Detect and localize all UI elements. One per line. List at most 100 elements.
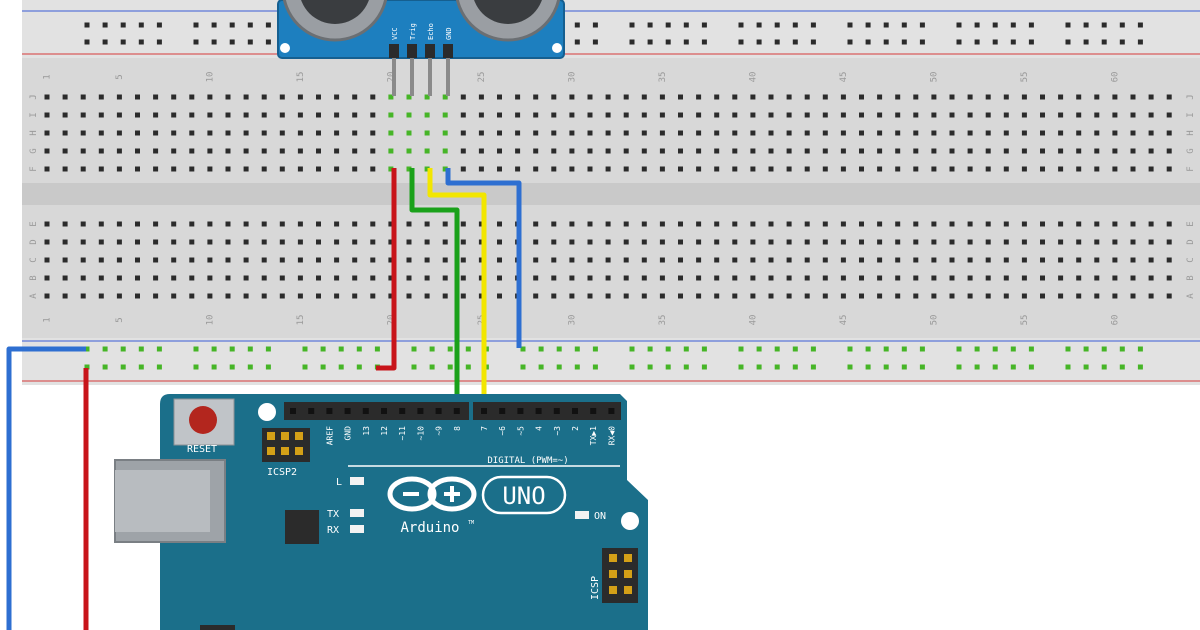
hole <box>153 166 159 172</box>
hole <box>225 293 231 299</box>
hole <box>569 148 575 154</box>
hole <box>587 112 593 118</box>
hole <box>1003 221 1009 227</box>
hole <box>62 257 68 263</box>
hole <box>659 130 665 136</box>
icsp-pin <box>624 570 632 578</box>
sensor-pin-label: VCC <box>391 27 399 40</box>
column-number: 60 <box>1110 72 1120 83</box>
hole <box>641 221 647 227</box>
hole <box>985 94 991 100</box>
rail-hole <box>120 22 126 28</box>
hole <box>533 275 539 281</box>
hole <box>1058 257 1064 263</box>
rail-hole <box>247 22 253 28</box>
hole <box>316 94 321 100</box>
hole <box>1094 112 1100 118</box>
hole <box>297 221 303 227</box>
hole <box>931 221 937 227</box>
rail-hole-active <box>992 364 998 370</box>
hole <box>243 148 249 154</box>
active-hole <box>406 94 412 100</box>
hole <box>696 257 702 263</box>
hole <box>641 257 647 263</box>
hole <box>659 112 665 118</box>
rail-hole <box>138 22 144 28</box>
hole <box>768 293 774 299</box>
hole <box>225 94 231 100</box>
reset-button[interactable] <box>189 406 217 434</box>
hole <box>1130 166 1136 172</box>
icsp-pin <box>609 570 617 578</box>
column-number: 50 <box>929 315 939 326</box>
hole <box>171 112 177 118</box>
chip <box>285 510 319 544</box>
digital-label: DIGITAL (PWM=~) <box>487 456 568 466</box>
hole <box>931 94 937 100</box>
hole <box>732 130 738 136</box>
hole <box>840 239 846 245</box>
header-label: RX◀0 <box>607 426 616 445</box>
hole <box>297 275 303 281</box>
hole <box>1058 275 1064 281</box>
row-letter: F <box>29 166 39 171</box>
rail-hole <box>919 22 925 28</box>
hole <box>225 166 231 172</box>
hole <box>460 293 466 299</box>
rail-hole-active <box>1083 364 1089 370</box>
hole <box>406 275 412 281</box>
hole <box>44 293 50 299</box>
rail-hole-active <box>1101 346 1107 352</box>
hole <box>714 130 720 136</box>
rail-hole-active <box>701 346 707 352</box>
hole <box>98 275 104 281</box>
column-number: 20 <box>386 72 396 83</box>
column-number: 35 <box>658 72 668 83</box>
hole <box>352 166 358 172</box>
rail-hole-active <box>211 346 217 352</box>
hole <box>895 148 901 154</box>
row-letter: F <box>1186 166 1196 171</box>
hole <box>768 275 774 281</box>
icsp-pin <box>624 554 632 562</box>
hole <box>135 293 140 299</box>
hole <box>261 130 267 136</box>
hole <box>714 221 720 227</box>
led-rx <box>350 525 364 533</box>
hole <box>189 94 195 100</box>
hole <box>316 112 321 118</box>
hole <box>877 148 883 154</box>
rail-hole-active <box>120 364 126 370</box>
hole <box>1076 148 1082 154</box>
hole <box>822 112 828 118</box>
hole <box>895 94 901 100</box>
hole <box>1112 112 1118 118</box>
hole <box>985 239 991 245</box>
rail-hole-active <box>810 346 816 352</box>
header-label: 13 <box>362 426 371 436</box>
hole <box>352 94 358 100</box>
hole <box>189 293 195 299</box>
hole <box>62 239 68 245</box>
column-number: 15 <box>296 315 306 326</box>
hole <box>334 148 340 154</box>
hole <box>859 148 864 154</box>
hole <box>207 257 213 263</box>
icsp2-pin <box>295 432 303 440</box>
hole <box>352 257 358 263</box>
rail-hole <box>211 22 217 28</box>
header-label: ~10 <box>416 426 425 441</box>
rail-hole <box>1137 39 1143 45</box>
rail-hole-active <box>429 346 435 352</box>
rail-hole <box>665 22 671 28</box>
hole <box>171 257 177 263</box>
hole <box>1003 275 1009 281</box>
hole <box>80 275 86 281</box>
hole <box>424 293 430 299</box>
header-label: AREF <box>325 426 334 445</box>
led-tx-label: TX <box>327 509 339 520</box>
hole <box>515 94 521 100</box>
rail-hole-active <box>374 346 380 352</box>
rail-hole <box>865 39 871 45</box>
